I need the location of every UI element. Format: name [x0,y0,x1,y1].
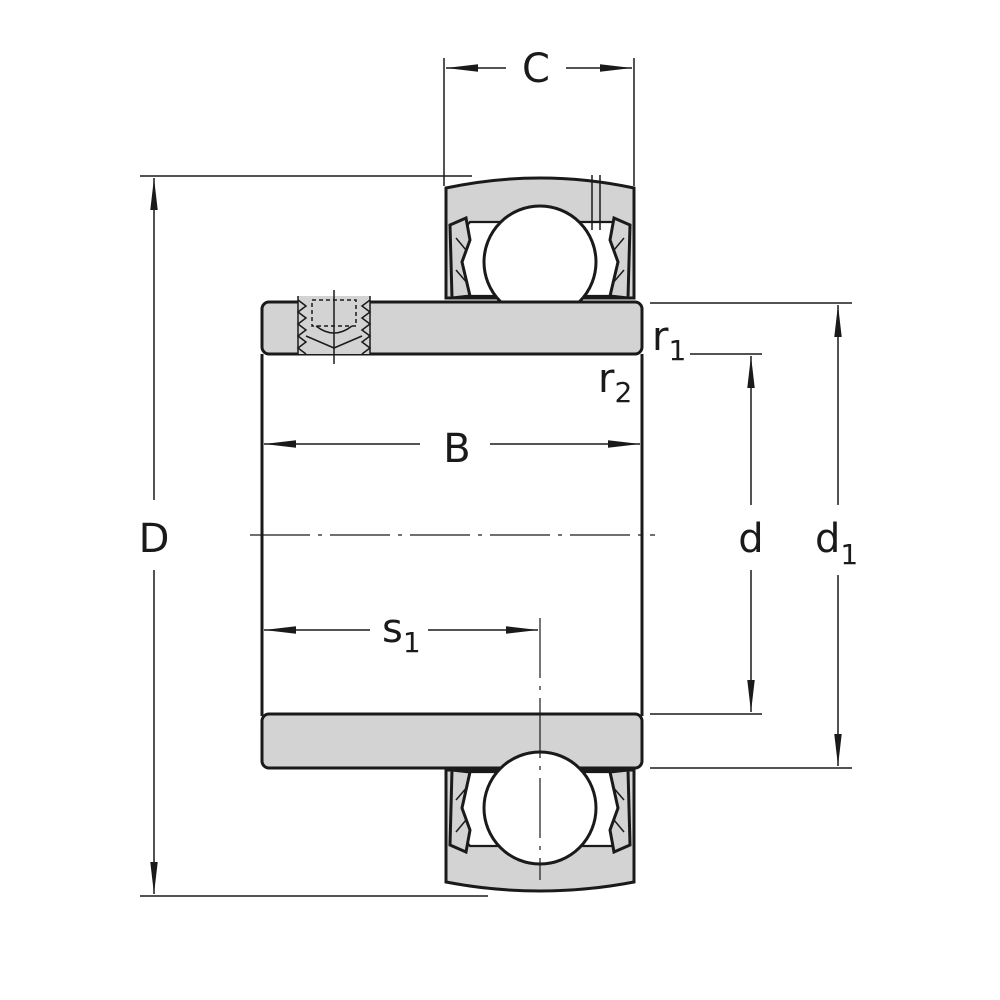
label-r2-main: r [598,356,615,402]
label-bore-d: d [738,516,763,562]
label-width-b: B [443,426,470,472]
label-outer-diameter: D [139,516,170,562]
label-r2: r2 [598,356,632,409]
label-r2-sub: 2 [614,376,632,409]
inner-ring-top [260,290,644,364]
label-c: C [522,46,550,92]
seal-bottom-left [448,768,472,855]
label-s1-main: s [382,606,403,652]
label-d1-main: d [815,516,840,562]
seal-top-right [608,215,632,300]
seal-bottom-right [608,768,632,855]
seal-top-left [448,215,472,300]
label-r1-sub: 1 [668,334,686,367]
grub-screw [296,290,372,364]
label-r1-main: r [652,314,669,360]
label-s1: s1 [382,606,421,659]
label-d1: d1 [815,516,858,571]
label-s1-sub: 1 [403,626,421,659]
label-r1: r1 [652,314,686,367]
label-d1-sub: 1 [840,538,858,571]
inner-ring-bottom [260,712,644,770]
